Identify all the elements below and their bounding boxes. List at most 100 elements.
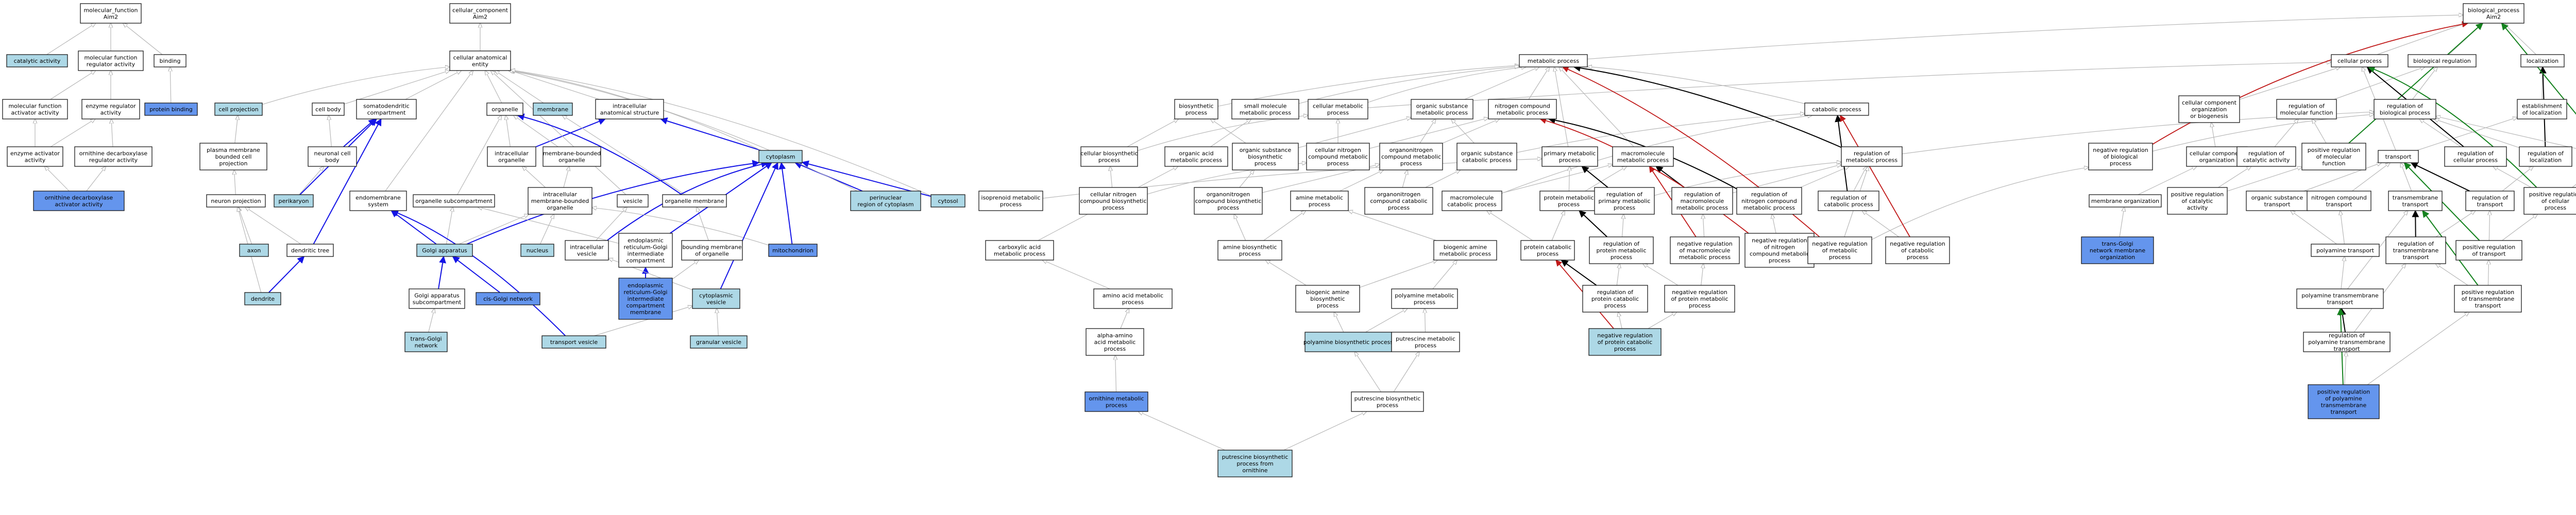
node-nuc[interactable]: nucleus xyxy=(520,244,554,257)
node-cproj[interactable]: cell projection xyxy=(214,102,263,116)
node-gves[interactable]: granular vesicle xyxy=(690,335,748,349)
node-metab[interactable]: metabolic process xyxy=(1519,54,1588,67)
node-transport[interactable]: transport xyxy=(2378,150,2419,163)
node-golgi[interactable]: Golgi apparatus xyxy=(416,244,473,257)
node-cbody[interactable]: cell body xyxy=(312,102,345,116)
node-ergicm[interactable]: endoplasmicreticulum-Golgiintermediateco… xyxy=(618,278,673,320)
node-org[interactable]: organelle xyxy=(486,102,523,116)
node-dtree[interactable]: dendritic tree xyxy=(286,244,334,257)
node-dend[interactable]: dendrite xyxy=(244,292,281,305)
node-ergic[interactable]: endoplasmicreticulum-Golgiintermediateco… xyxy=(618,233,673,268)
node-omem[interactable]: organelle membrane xyxy=(662,194,727,208)
node-ves[interactable]: vesicle xyxy=(617,194,649,208)
node-tves[interactable]: transport vesicle xyxy=(541,335,606,349)
node-loc[interactable]: localization xyxy=(2520,54,2565,67)
node-memorg[interactable]: membrane organization xyxy=(2089,194,2162,208)
node-peri[interactable]: perikaryon xyxy=(274,194,314,208)
node-osub[interactable]: organelle subcompartment xyxy=(413,194,495,208)
node-cat[interactable]: catalytic activity xyxy=(6,54,68,67)
node-cisg[interactable]: cis-Golgi network xyxy=(476,292,540,305)
node-axon[interactable]: axon xyxy=(239,244,269,257)
node-pt[interactable]: polyamine transport xyxy=(2311,244,2380,257)
node-cytosol[interactable]: cytosol xyxy=(930,194,965,208)
node-bind[interactable]: binding xyxy=(154,54,187,67)
node-mito[interactable]: mitochondrion xyxy=(768,244,818,257)
node-memb[interactable]: membrane xyxy=(533,102,573,116)
node-pbind[interactable]: protein binding xyxy=(144,102,198,116)
